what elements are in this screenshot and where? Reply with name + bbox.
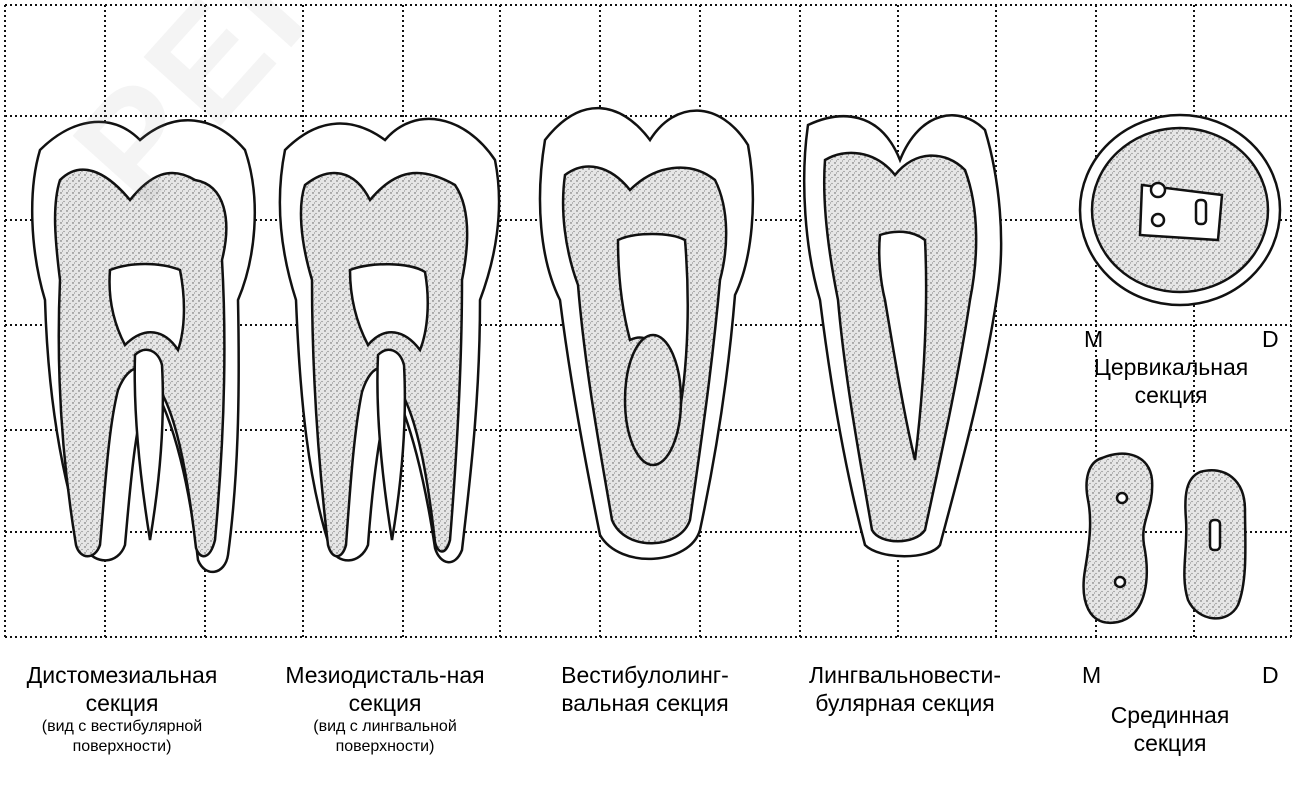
caption-title: Вестибулолинг-вальная секция [535,662,755,717]
caption-note: (вид с вестибулярной поверхности) [2,717,242,757]
caption-title: Мезиодисталь-ная секция [285,662,485,717]
median-title: Срединная секция [1090,702,1250,757]
caption-mesiodistal: Мезиодисталь-ная секция (вид с лингвальн… [285,662,485,757]
cervical-caption: Цервикальная секция [1078,354,1264,409]
cervical-title: Цервикальная секция [1078,354,1264,409]
cervical-label-m: M [1084,326,1103,353]
median-section [1084,454,1246,623]
caption-vestibulolingual: Вестибулолинг-вальная секция [535,662,755,717]
cervical-section [1080,115,1280,305]
tooth-distomesial [32,120,255,572]
tooth-mesiodistal [280,119,499,562]
caption-distomesial: Дистомезиальная секция (вид с вестибуляр… [2,662,242,757]
tooth-linguovestibular [804,115,1001,556]
caption-title: Дистомезиальная секция [2,662,242,717]
median-caption: Срединная секция [1090,702,1250,757]
caption-title: Лингвальновести-булярная секция [785,662,1025,717]
tooth-vestibulolingual [540,108,753,559]
caption-note: (вид с лингвальной поверхности) [285,717,485,757]
median-label-m: M [1082,662,1101,689]
cervical-label-d: D [1262,326,1279,353]
caption-linguovestibular: Лингвальновести-булярная секция [785,662,1025,717]
median-label-d: D [1262,662,1279,689]
